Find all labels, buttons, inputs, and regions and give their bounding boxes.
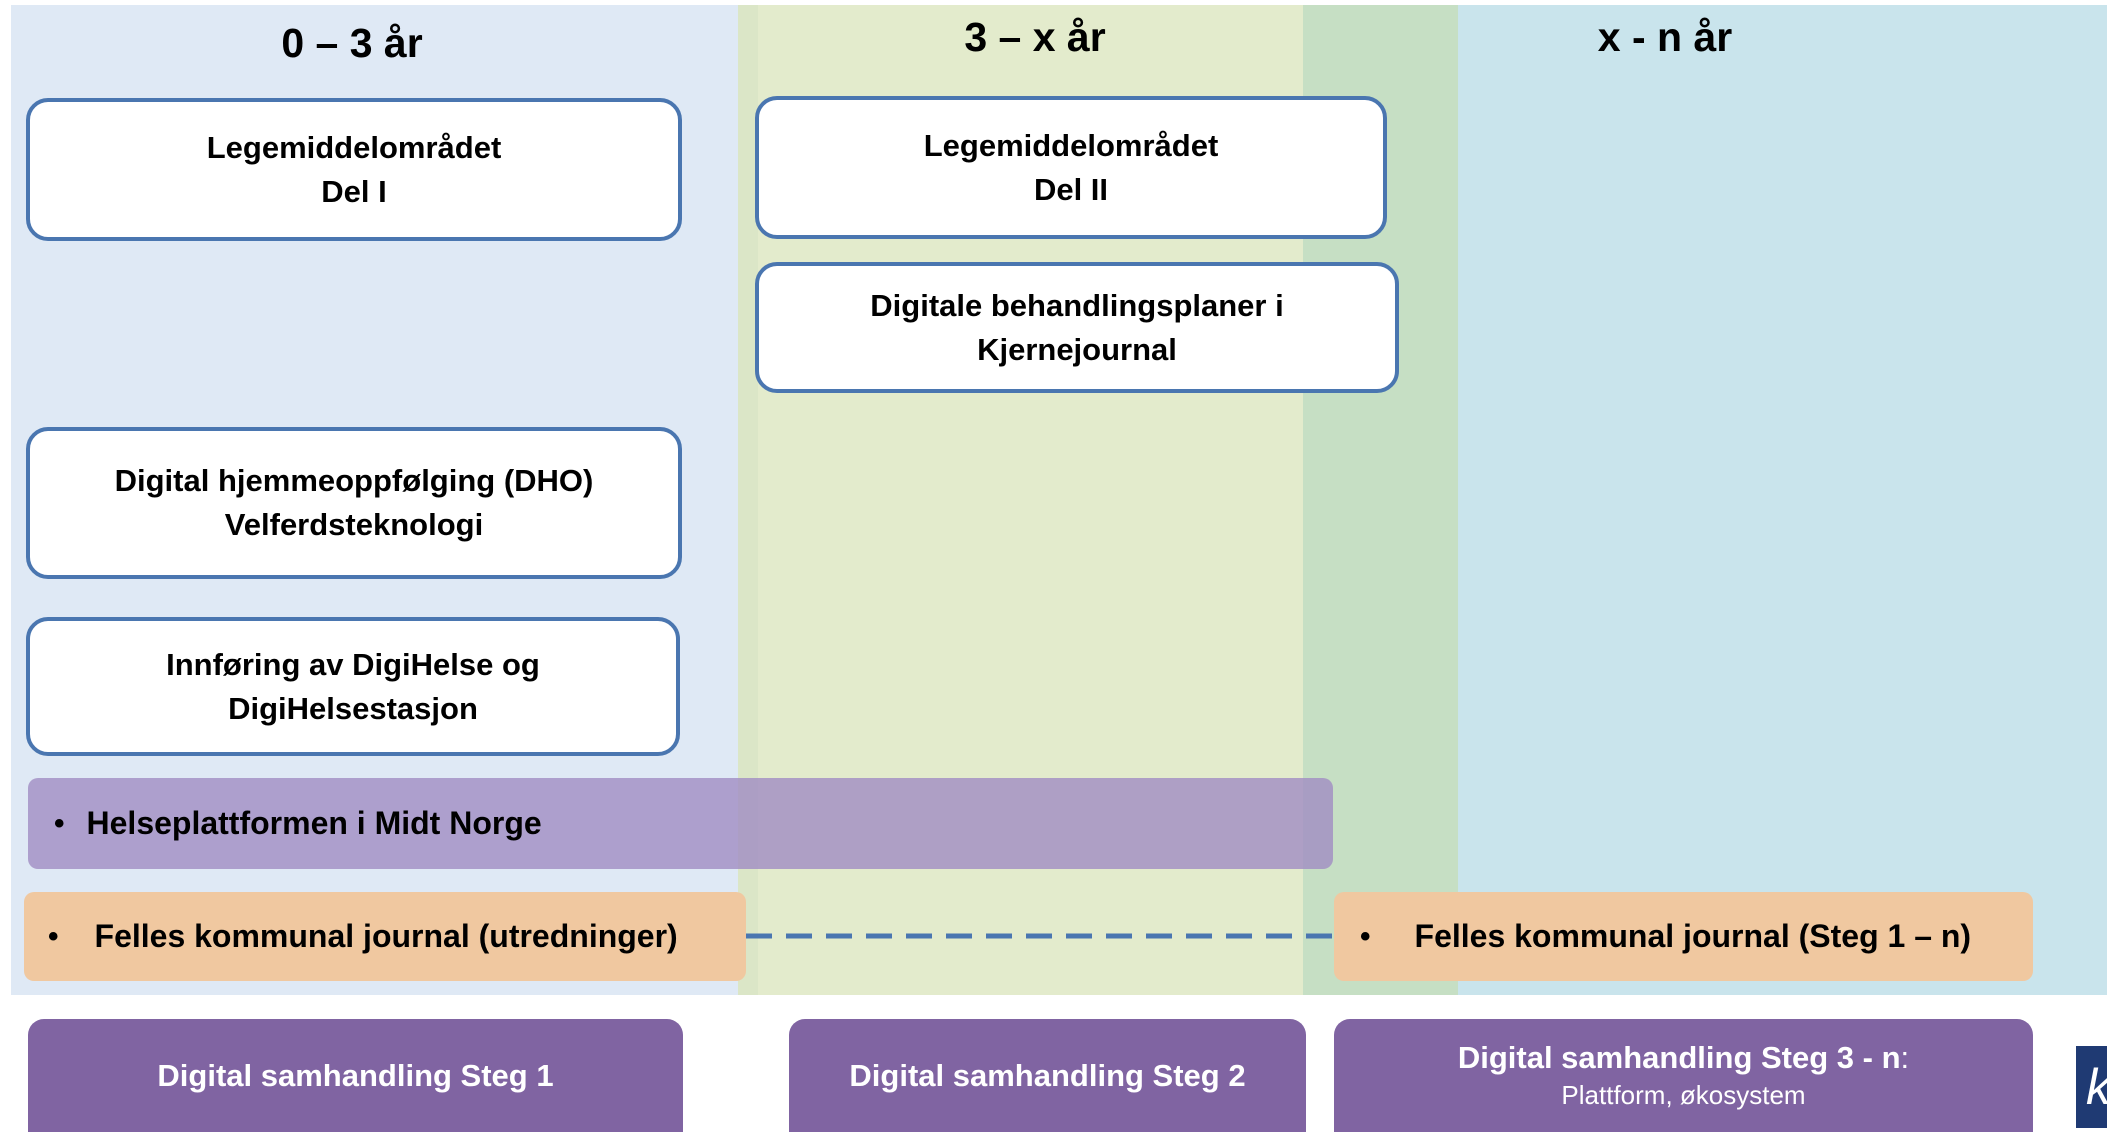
box-behandlingsplaner-line2: Kjernejournal	[977, 331, 1177, 367]
bar-helseplattformen-label: Helseplattformen i Midt Norge	[86, 805, 542, 841]
step-2-label: Digital samhandling Steg 2	[849, 1057, 1246, 1093]
box-legemiddel-del-2-line2: Del II	[1033, 171, 1109, 207]
step-3-box: Digital samhandling Steg 3 - n: Plattfor…	[1334, 1019, 2033, 1132]
box-dho-line2: Velferdsteknologi	[224, 507, 484, 542]
box-digihelse-line2: DigiHelsestasjon	[228, 690, 478, 726]
box-digihelse-line1: Innføring av DigiHelse og	[166, 646, 540, 682]
column-divider	[738, 5, 758, 995]
bar-helseplattformen: • Helseplattformen i Midt Norge	[28, 778, 1333, 869]
box-dho-line1: Digital hjemmeoppfølging (DHO)	[114, 463, 594, 498]
step-3-colon: :	[1900, 1040, 1910, 1075]
column-title-3-x: 3 – x år	[964, 14, 1106, 60]
step-2-box: Digital samhandling Steg 2	[789, 1019, 1306, 1132]
column-title-0-3: 0 – 3 år	[281, 20, 423, 66]
bar-fkj-utredninger: • Felles kommunal journal (utredninger)	[24, 892, 746, 981]
step-1-box: Digital samhandling Steg 1	[28, 1019, 683, 1132]
box-legemiddel-del-1: Legemiddelområdet Del I	[26, 98, 682, 241]
step-3-label: Digital samhandling Steg 3 - n	[1457, 1040, 1901, 1075]
box-digihelse: Innføring av DigiHelse og DigiHelsestasj…	[26, 617, 680, 756]
bar-fkj-steg-label: Felles kommunal journal (Steg 1 – n)	[1414, 918, 1972, 954]
box-behandlingsplaner-line1: Digitale behandlingsplaner i	[870, 287, 1284, 323]
box-digitale-behandlingsplaner: Digitale behandlingsplaner i Kjernejourn…	[755, 262, 1399, 393]
bar-fkj-steg: • Felles kommunal journal (Steg 1 – n)	[1334, 892, 2033, 981]
column-x-n-background	[1458, 5, 2107, 995]
step-1-label: Digital samhandling Steg 1	[157, 1057, 554, 1093]
box-legemiddel-del-1-line1: Legemiddelområdet	[206, 129, 502, 165]
bullet-icon: •	[48, 919, 59, 953]
box-legemiddel-del-2: Legemiddelområdet Del II	[755, 96, 1387, 239]
dashed-connector	[746, 933, 1334, 939]
box-legemiddel-del-2-line1: Legemiddelområdet	[923, 127, 1219, 163]
box-digital-hjemmeoppfolging: Digital hjemmeoppfølging (DHO) Velferdst…	[26, 427, 682, 579]
bullet-icon: •	[54, 806, 65, 840]
column-title-x-n: x - n år	[1597, 14, 1733, 60]
bullet-icon: •	[1360, 919, 1371, 953]
box-legemiddel-del-1-line2: Del I	[321, 173, 387, 209]
step-3-sublabel: Plattform, økosystem	[1561, 1080, 1806, 1110]
logo: k	[2076, 1046, 2107, 1128]
bar-fkj-utredninger-label: Felles kommunal journal (utredninger)	[94, 918, 678, 954]
